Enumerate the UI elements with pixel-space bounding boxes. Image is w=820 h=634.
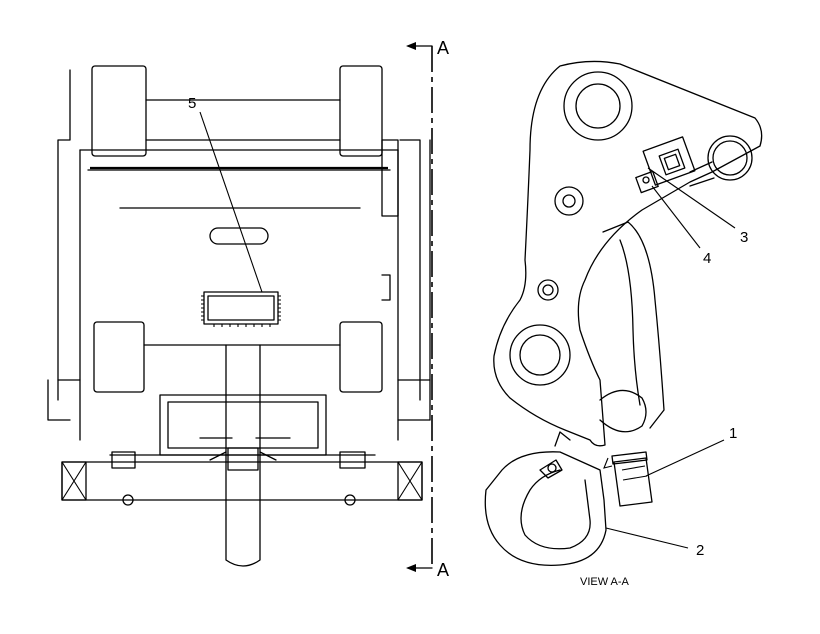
front-view [47,65,431,567]
callout-5: 5 [188,95,196,112]
nameplate [201,291,281,327]
decal-3 [642,136,696,186]
callouts: 5 3 4 1 2 VIEW A-A [188,95,748,588]
callout-2: 2 [696,542,704,559]
callout-1: 1 [729,425,737,442]
section-label-top: A [437,38,449,58]
callout-4: 4 [703,250,711,267]
cylinder-1 [603,451,653,507]
section-view [484,60,763,566]
view-caption: VIEW A-A [580,576,630,588]
callout-3: 3 [740,229,748,246]
decal-4 [635,170,659,194]
section-line-a-a: A A [406,38,449,580]
section-label-bottom: A [437,560,449,580]
